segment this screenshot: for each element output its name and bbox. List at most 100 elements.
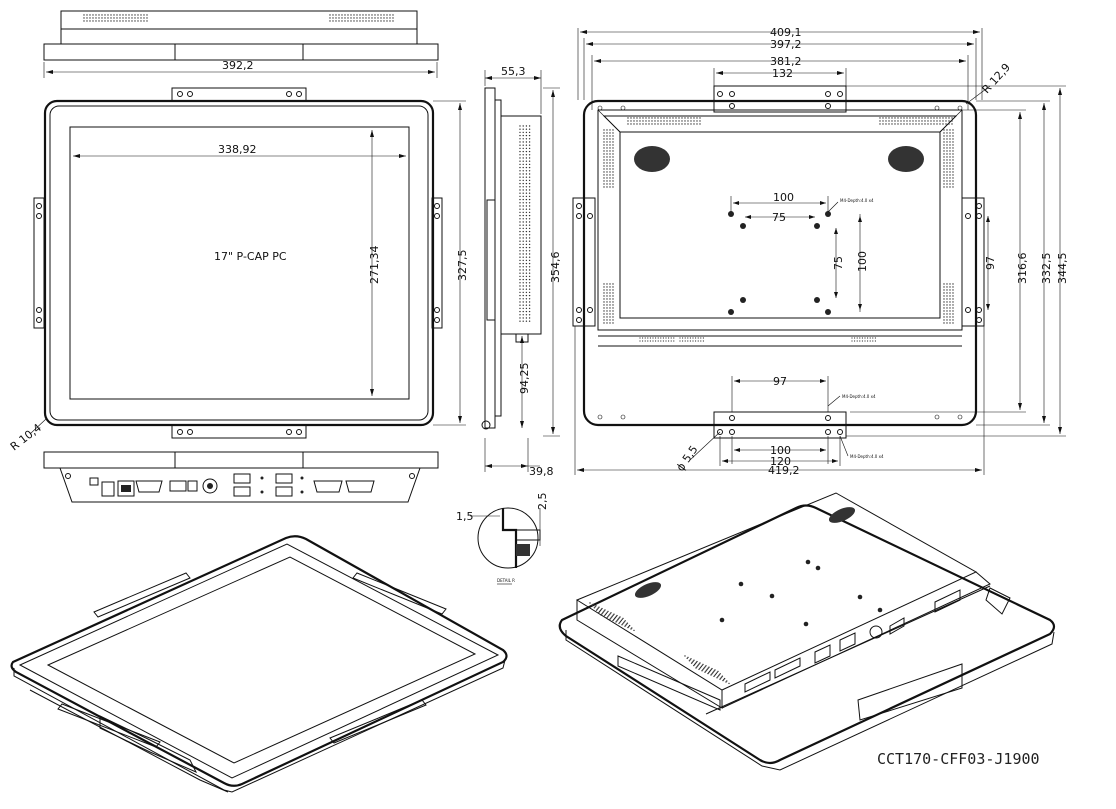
vent-hole [951, 120, 953, 122]
vent-hole [116, 17, 118, 19]
vent-hole [897, 123, 899, 125]
vent-hole [525, 298, 528, 300]
vent-hole [603, 147, 605, 149]
vent-hole [946, 171, 948, 173]
vent-hole [125, 17, 127, 19]
vent-hole [598, 606, 600, 608]
vent-hole [596, 608, 599, 610]
vent-hole [949, 168, 951, 170]
vent-hole [687, 120, 689, 122]
vent-hole [946, 313, 948, 315]
vent-hole [869, 337, 871, 339]
vent-hole [519, 278, 521, 281]
vent-hole [949, 310, 951, 312]
dim-label: 132 [772, 67, 793, 80]
vent-hole [943, 180, 945, 182]
vent-hole [952, 313, 954, 315]
vent-hole [636, 117, 638, 119]
vent-hole [946, 168, 948, 170]
vent-hole [714, 673, 717, 676]
vent-hole [341, 20, 343, 22]
vent-hole [525, 147, 528, 150]
vent-hole [949, 147, 951, 149]
vent-hole [707, 672, 709, 675]
vent-hole [609, 286, 611, 288]
vent-hole [113, 20, 115, 22]
vent-hole [609, 295, 611, 297]
vent-hole [918, 120, 920, 122]
vent-hole [104, 14, 106, 16]
vent-hole [83, 14, 85, 16]
vent-hole [522, 266, 524, 268]
vent-hole [610, 617, 612, 619]
vent-hole [519, 237, 521, 239]
vent-hole [946, 138, 948, 140]
vent-hole [525, 160, 528, 162]
vent-hole [668, 337, 670, 339]
vent-hole [933, 120, 935, 122]
vent-hole [657, 117, 659, 119]
vent-hole [639, 123, 641, 125]
vent-hole [949, 304, 951, 306]
vent-hole [906, 120, 908, 122]
vent-hole [630, 120, 632, 122]
vent-hole [946, 286, 948, 288]
vent-hole [380, 20, 382, 22]
vent-hole [609, 304, 611, 306]
vent-hole [525, 307, 528, 310]
vent-hole [946, 147, 948, 149]
detail-r: 1,5 2,5 DETAIL R [456, 493, 549, 585]
vent-hole [612, 174, 614, 176]
vent-hole [612, 313, 614, 315]
vent-hole [522, 298, 524, 300]
vent-hole [609, 283, 611, 285]
bottom-io-view [43, 451, 439, 503]
vent-hole [389, 17, 391, 19]
vent-hole [851, 337, 853, 339]
vent-hole [609, 150, 611, 152]
dim-side-height: 354,6 [543, 87, 562, 437]
vent-hole [939, 120, 941, 122]
vent-hole [528, 304, 531, 306]
vent-hole [701, 670, 703, 672]
vent-hole [522, 195, 524, 198]
vent-hole [522, 192, 524, 194]
vent-hole [528, 224, 531, 226]
vent-hole [92, 17, 94, 19]
vent-hole [943, 310, 945, 312]
vent-hole [612, 307, 614, 309]
vent-hole [606, 156, 608, 158]
vent-hole [617, 618, 620, 620]
vent-hole [603, 610, 605, 612]
vent-hole [946, 132, 948, 134]
vent-hole [888, 120, 890, 122]
vent-hole [528, 221, 531, 223]
vent-hole [663, 123, 665, 125]
vent-hole [606, 174, 608, 176]
vent-hole [943, 171, 945, 173]
dim-rear-width-c: 381,2 [591, 55, 969, 110]
vent-hole [377, 20, 379, 22]
vent-hole [603, 177, 605, 179]
vent-hole [949, 316, 951, 318]
vent-hole [670, 337, 672, 339]
vent-hole [612, 319, 614, 321]
vent-hole [891, 123, 893, 125]
dim-label: 97 [773, 375, 787, 388]
vent-hole [525, 189, 528, 191]
vent-hole [519, 250, 521, 252]
vent-hole [602, 611, 605, 613]
vent-hole [933, 117, 935, 119]
vent-hole [952, 144, 954, 146]
vent-hole [949, 180, 951, 182]
vent-hole [609, 618, 611, 620]
vent-hole [906, 123, 908, 125]
vent-hole [528, 160, 531, 162]
side-view [481, 87, 542, 430]
vent-hole [690, 120, 692, 122]
vent-hole [651, 117, 653, 119]
vent-hole [89, 14, 91, 16]
vent-hole [921, 120, 923, 122]
vent-hole [645, 120, 647, 122]
vent-hole [882, 123, 884, 125]
